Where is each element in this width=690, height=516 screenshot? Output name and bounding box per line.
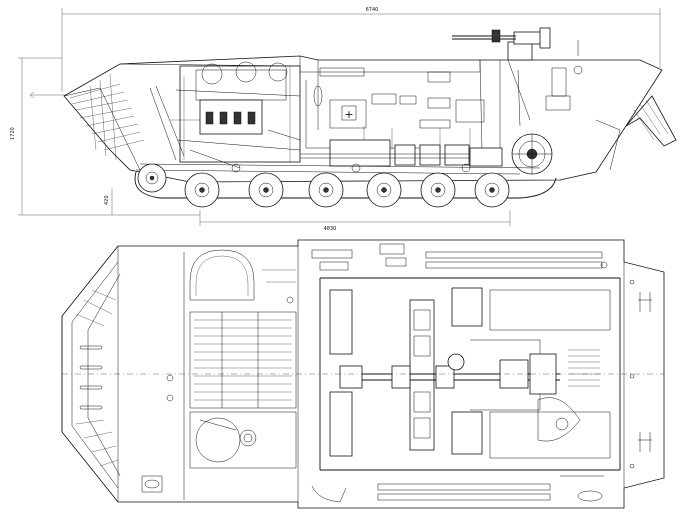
- rear-ramp-top: [537, 262, 652, 488]
- engine-block: [149, 61, 301, 169]
- front-armour-hatching: [63, 73, 145, 171]
- rear-ramp: [595, 95, 677, 171]
- road-wheel: [248, 172, 284, 208]
- dimension-height: 1720: [10, 127, 16, 140]
- road-wheel: [366, 172, 402, 208]
- road-wheel: [308, 172, 344, 208]
- road-wheel: [420, 172, 456, 208]
- upper-stowage: [311, 243, 608, 271]
- dimension-lines: 6740 1720 420 4830: [10, 7, 661, 232]
- dimension-ground-clearance: 420: [104, 195, 110, 205]
- radiator-grille: [194, 312, 292, 408]
- red-cross-marker: +: [344, 108, 353, 121]
- road-wheel: [137, 163, 167, 193]
- dimension-track-length: 4830: [324, 226, 337, 232]
- crew-seats: [329, 287, 611, 459]
- drive-sprocket: [511, 133, 553, 175]
- dimension-overall-length: 6740: [366, 7, 379, 13]
- drive-train: [300, 139, 503, 167]
- road-wheels: [137, 163, 510, 208]
- road-wheel: [184, 172, 220, 208]
- lower-stowage: [311, 475, 604, 503]
- top-view: [61, 239, 665, 509]
- machine-gun-mount: [452, 27, 579, 61]
- transmission: [339, 299, 560, 451]
- road-wheel: [474, 172, 510, 208]
- side-view: +: [63, 27, 677, 208]
- return-roller: [231, 163, 471, 173]
